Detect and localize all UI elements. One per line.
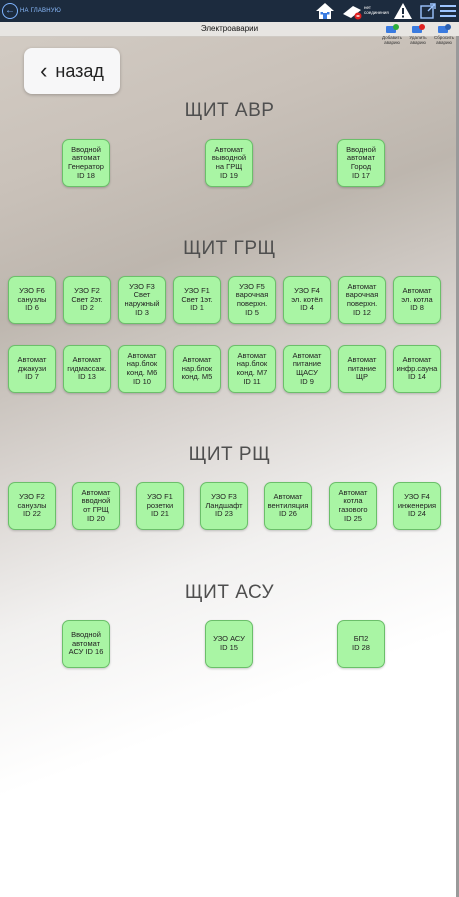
breaker-tile[interactable]: Автомат варочная поверхн. ID 12 [338,276,386,324]
breaker-tile[interactable]: Автомат гидмассаж. ID 13 [63,345,111,393]
breaker-tile[interactable]: УЗО F1 розетки ID 21 [136,482,184,530]
delete-alarm-button[interactable]: Удалить аварию [405,24,431,45]
breaker-tile[interactable]: УЗО F6 санузлы ID 6 [8,276,56,324]
breaker-tile[interactable]: УЗО F4 эл. котёл ID 4 [283,276,331,324]
fullscreen-icon[interactable] [418,2,438,20]
arrow-left-icon: ← [2,3,18,19]
breaker-tile[interactable]: Автомат эл. котла ID 8 [393,276,441,324]
reset-alarm-icon [437,24,451,34]
breaker-tile[interactable]: УЗО F2 санузлы ID 22 [8,482,56,530]
breaker-tile[interactable]: Вводной автомат АСУ ID 16 [62,620,110,668]
status-text: нет соединения [364,5,389,15]
home-label: НА ГЛАВНУЮ [20,8,62,14]
reset-alarm-button[interactable]: Сбросить аварию [431,24,457,45]
breaker-tile[interactable]: УЗО АСУ ID 15 [205,620,253,668]
breaker-tile[interactable]: УЗО F2 Свет 2эт. ID 2 [63,276,111,324]
reset-alarm-label: Сбросить аварию [433,35,454,45]
chevron-left-icon: ‹ [40,58,48,83]
breaker-tile[interactable]: Автомат джакузи ID 7 [8,345,56,393]
breaker-tile[interactable]: Вводной автомат Город ID 17 [337,139,385,187]
scrollbar[interactable] [456,36,459,897]
breaker-tile[interactable]: УЗО F4 инженерия ID 24 [393,482,441,530]
delete-alarm-label: Удалить аварию [409,35,427,45]
breaker-tile[interactable]: Автомат нар.блок конд. М5 [173,345,221,393]
breaker-tile[interactable]: Автомат вентиляция ID 26 [264,482,312,530]
delete-alarm-icon [411,24,425,34]
sub-bar: Электроаварии [0,22,459,37]
section-title-avr: ЩИТ АВР [184,100,275,121]
back-button[interactable]: ‹ назад [24,48,120,94]
breaker-tile[interactable]: УЗО F5 варочная поверхн. ID 5 [228,276,276,324]
section-title-rsh: ЩИТ РЩ [188,444,271,465]
breaker-tile[interactable]: БП2 ID 28 [337,620,385,668]
breaker-tile[interactable]: Автомат нар.блок конд. М6 ID 10 [118,345,166,393]
breaker-tile[interactable]: УЗО F3 Свет наружный ID 3 [118,276,166,324]
breaker-tile[interactable]: Автомат питание ЩР [338,345,386,393]
breaker-tile[interactable]: Вводной автомат Генератор ID 18 [62,139,110,187]
section-title-grsh: ЩИТ ГРЩ [183,238,276,259]
back-label: назад [55,60,104,81]
breaker-tile[interactable]: Автомат нар.блок конд. М7 ID 11 [228,345,276,393]
add-alarm-button[interactable]: Добавить аварию [379,24,405,45]
breaker-tile[interactable]: Автомат вводной от ГРЩ ID 20 [72,482,120,530]
home-button[interactable]: ← НА ГЛАВНУЮ [2,2,61,20]
breaker-tile[interactable]: Автомат питание ЩАСУ ID 9 [283,345,331,393]
breaker-tile[interactable]: Автомат котла газового ID 25 [329,482,377,530]
house-icon[interactable] [314,2,336,20]
breaker-tile[interactable]: Автомат инфр.сауна ID 14 [393,345,441,393]
menu-icon[interactable] [438,2,458,20]
breaker-tile[interactable]: УЗО F3 Ландшафт ID 23 [200,482,248,530]
warning-icon[interactable] [392,2,414,20]
breaker-tile[interactable]: Автомат выводной на ГРЩ ID 19 [205,139,253,187]
page-title: Электроаварии [200,24,259,33]
add-alarm-label: Добавить аварию [382,35,402,45]
breaker-tile[interactable]: УЗО F1 Свет 1эт. ID 1 [173,276,221,324]
section-title-asu: ЩИТ АСУ [184,582,275,603]
no-connection-icon [340,2,364,20]
top-bar: ← НА ГЛАВНУЮ нет соединения [0,0,459,22]
add-alarm-icon [385,24,399,34]
